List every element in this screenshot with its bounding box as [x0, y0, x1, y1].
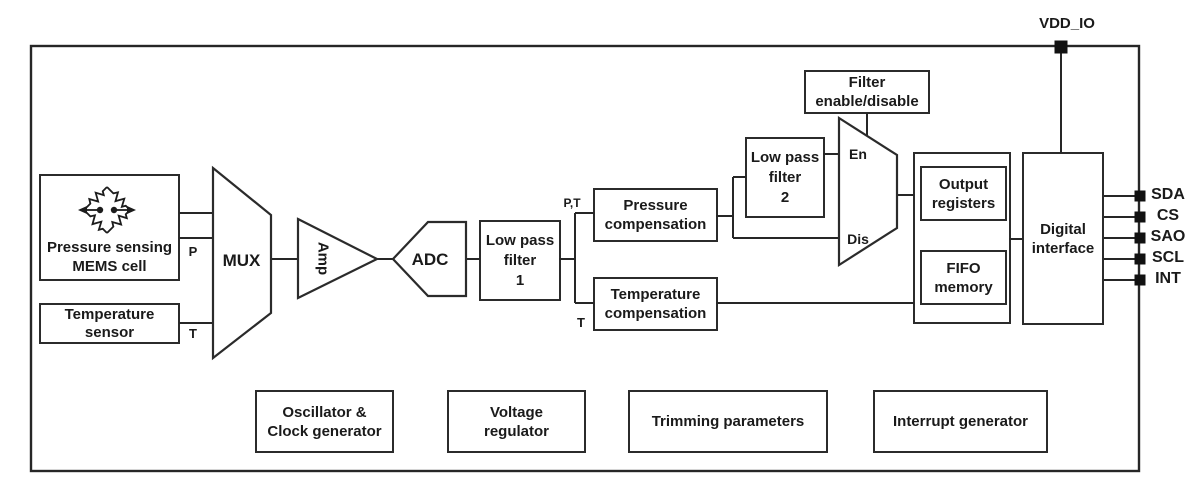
block-label-line: sensor [84, 323, 135, 341]
block-label-line: enable/disable [815, 93, 919, 110]
sao-pad [1134, 232, 1146, 244]
block-interrupt-generator: Interrupt generator [873, 390, 1048, 453]
block-label-line: Voltage [489, 403, 544, 421]
block-label-line: filter [503, 251, 537, 269]
block-trimming-parameters: Trimming parameters [628, 390, 828, 453]
int-pad [1134, 274, 1146, 286]
block-label-line: Low pass [750, 148, 820, 166]
cs-pad [1134, 211, 1146, 223]
block-label-line: Oscillator & [282, 403, 367, 421]
block-label-line: filter [768, 168, 802, 186]
block-low-pass-filter-2: Low pass filter 2 [745, 137, 825, 218]
dis-label: Dis [847, 231, 869, 247]
block-voltage-regulator: Voltage regulator [447, 390, 586, 453]
block-label-line: 1 [515, 271, 525, 289]
block-label-line: compensation [604, 305, 707, 322]
vdd-io-pin-label: VDD_IO [1039, 15, 1095, 32]
block-label-line: Pressure [623, 197, 688, 214]
block-label-line: 2 [780, 188, 790, 206]
block-label-line: Interrupt generator [892, 413, 1028, 430]
mux-label: MUX [222, 251, 261, 270]
block-label-line: Clock generator [267, 422, 382, 440]
block-fifo-memory: FIFO memory [920, 250, 1007, 305]
block-label-line: Filter [848, 74, 886, 91]
sda-pad [1134, 190, 1146, 202]
block-label-line: Pressure sensing [46, 239, 173, 256]
pin-label-scl: SCL [1152, 249, 1184, 266]
block-filter-enable-disable: Filter enable/disable [804, 70, 930, 114]
adc-label: ADC [411, 250, 449, 269]
block-pressure-compensation: Pressure compensation [593, 188, 718, 242]
scl-pad [1134, 253, 1146, 265]
signal-label-t-comp: T [577, 315, 585, 330]
pin-label-sao: SAO [1150, 228, 1186, 245]
block-digital-interface: Digital interface [1022, 152, 1104, 325]
block-label-line: MEMS cell [72, 258, 147, 275]
amp-shape [296, 217, 380, 300]
block-label-line: registers [931, 194, 996, 212]
pin-label-sda: SDA [1151, 186, 1185, 203]
pin-label-int: INT [1155, 270, 1181, 287]
vdd-io-pad [1054, 40, 1068, 54]
block-label-line: regulator [483, 422, 549, 440]
block-temperature-sensor: Temperature sensor [39, 303, 180, 344]
pin-label-cs: CS [1156, 207, 1180, 224]
block-label-line: memory [934, 278, 993, 296]
block-label-line: Digital [1040, 220, 1086, 238]
signal-label-p: P [188, 244, 198, 259]
block-oscillator-clock-generator: Oscillator & Clock generator [255, 390, 394, 453]
block-label-line: Trimming parameters [651, 413, 805, 430]
block-pressure-sensing-mems-cell: Pressure sensing MEMS cell [39, 174, 180, 281]
block-low-pass-filter-1: Low pass filter 1 [479, 220, 561, 301]
block-label-line: Low pass [485, 231, 555, 249]
block-label-line: interface [1031, 239, 1095, 257]
en-label: En [849, 146, 867, 162]
block-label-line: Temperature [64, 305, 155, 323]
amp-label: Amp [314, 241, 332, 276]
block-label-line: FIFO [946, 259, 981, 277]
block-label-line: Temperature [610, 286, 701, 303]
block-temperature-compensation: Temperature compensation [593, 277, 718, 331]
block-output-registers: Output registers [920, 166, 1007, 221]
block-label-line: compensation [604, 216, 707, 233]
signal-label-pt: P,T [563, 196, 581, 210]
signal-label-t: T [189, 326, 197, 341]
block-label-line: Output [938, 175, 989, 193]
